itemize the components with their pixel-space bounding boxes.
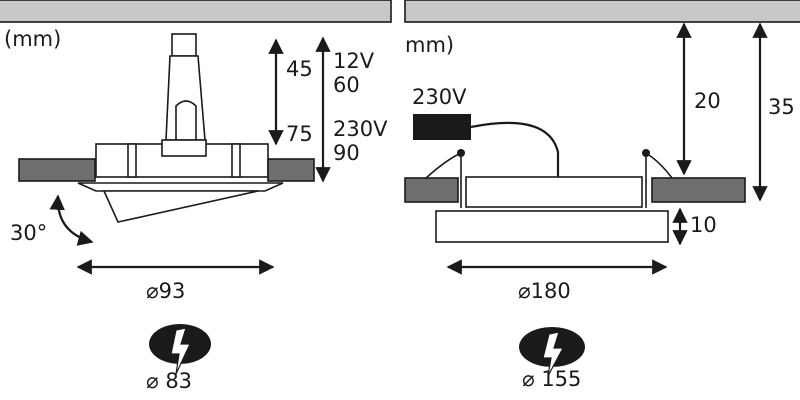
left-slab-right (267, 158, 315, 182)
right-cutout-icon (519, 327, 585, 377)
left-slab-left (18, 158, 96, 182)
left-ceiling (0, 0, 392, 23)
right-dim-depth-total: 35 (768, 95, 795, 119)
right-unit-label: mm) (405, 33, 454, 57)
right-ceiling (404, 0, 800, 23)
left-tilted-lamp (102, 190, 259, 223)
left-cutout-diameter: ⌀ 83 (146, 369, 192, 393)
left-dim-12v-depth: 60 (333, 73, 360, 97)
right-voltage-label: 230V (412, 85, 467, 109)
right-slab-right (651, 177, 746, 203)
left-dim-12v-label: 12V (333, 49, 375, 73)
right-housing (465, 176, 643, 208)
left-dim-230v-label: 230V (333, 117, 388, 141)
right-dim-depth-inner: 20 (694, 89, 721, 113)
left-diameter: ⌀93 (146, 279, 185, 303)
right-panel: mm) 230V 20 35 10 ⌀180 (404, 0, 800, 391)
right-cutout-diameter: ⌀ 155 (522, 367, 581, 391)
right-diameter: ⌀180 (518, 279, 571, 303)
left-panel: (mm) 45 12V 60 75 230V 90 30° (0, 0, 392, 393)
right-cable (470, 121, 560, 178)
right-panel-light (435, 210, 669, 243)
left-tilt-arc (49, 194, 94, 246)
left-unit-label: (mm) (4, 27, 61, 51)
right-spring-clips (425, 149, 673, 208)
left-connector (165, 33, 206, 141)
left-tilt-angle: 30° (10, 221, 47, 245)
left-dim-230v-height: 75 (286, 122, 313, 146)
left-trim-ring (77, 182, 284, 192)
left-fixture-body (95, 139, 269, 178)
right-slab-left (404, 177, 459, 203)
left-dim-230v-depth: 90 (333, 141, 360, 165)
left-cutout-icon (149, 324, 211, 375)
left-dim-12v-height: 45 (286, 57, 313, 81)
right-driver-box (413, 114, 471, 140)
right-dim-thickness: 10 (690, 213, 717, 237)
